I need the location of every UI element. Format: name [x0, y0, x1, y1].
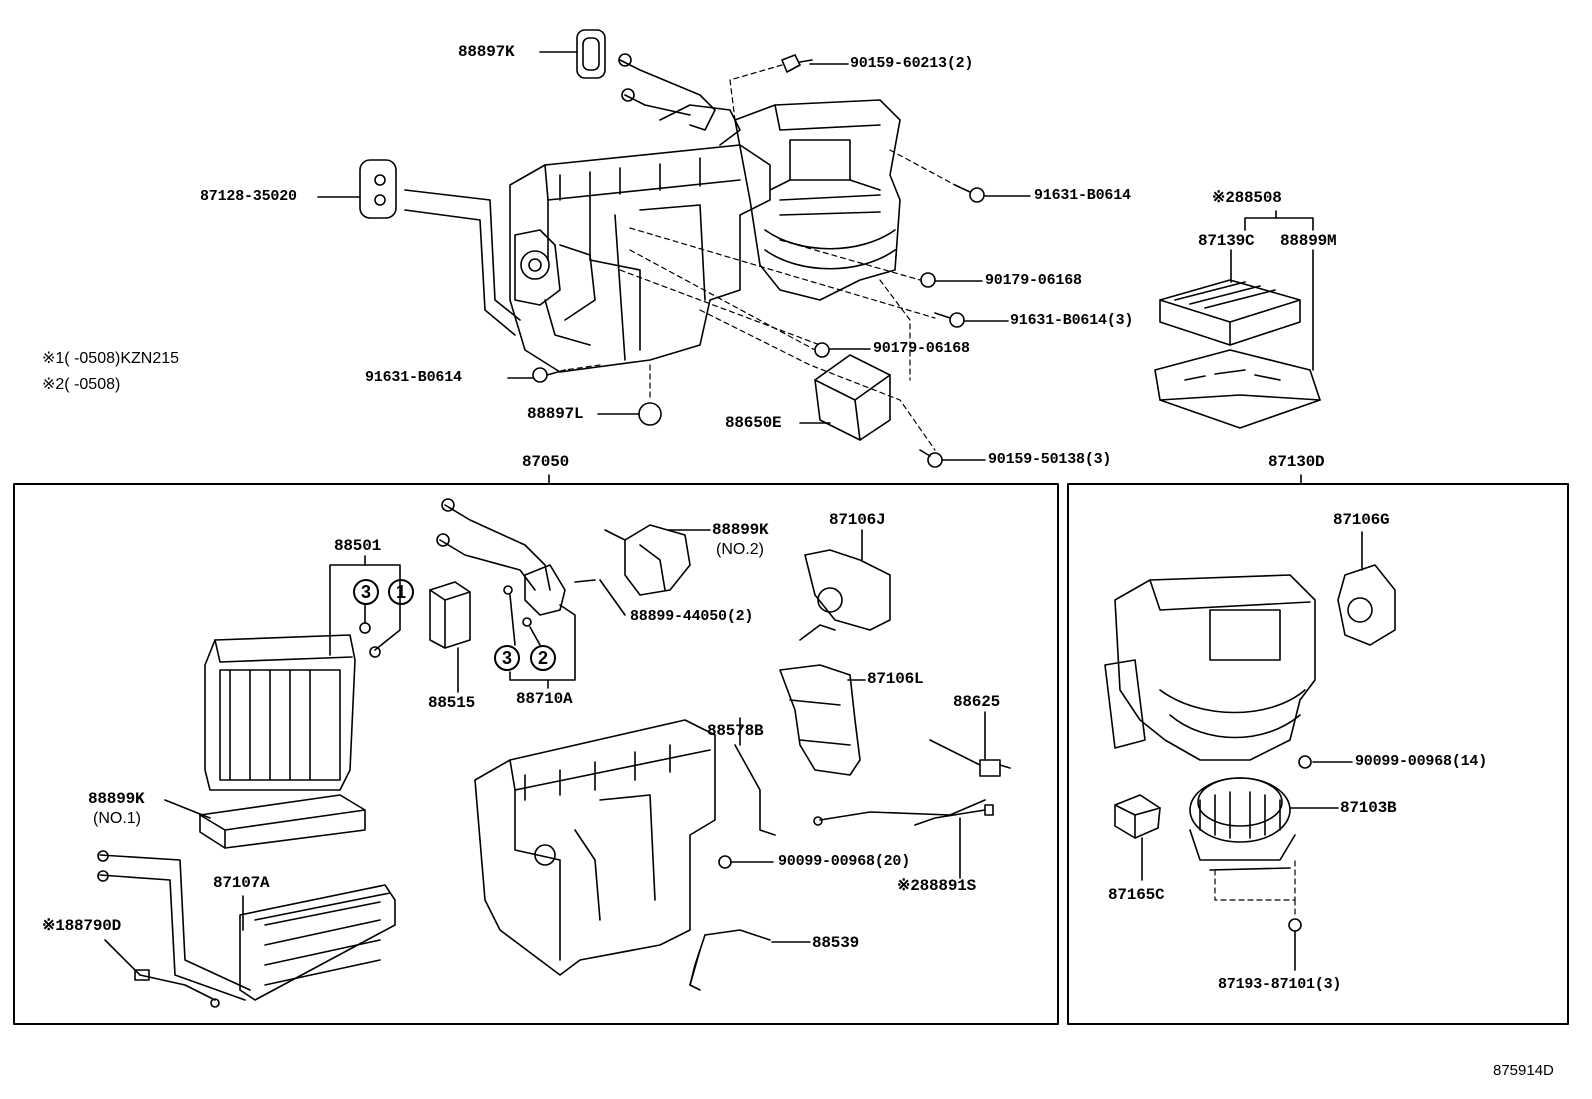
circle-marker-1: 1: [388, 579, 414, 605]
label-88891S: ※288891S: [897, 877, 977, 895]
blower-motor-87103B: [1189, 777, 1296, 871]
screw-87193-87101: [1288, 918, 1302, 971]
actuator-87106G: [1337, 564, 1396, 646]
circle-marker-2: 2: [530, 645, 556, 671]
blower-housing-87130D: [1104, 574, 1316, 761]
label-88578B: 88578B: [707, 722, 764, 740]
label-90179-06168-a: 90179-06168: [985, 272, 1082, 289]
label-88625: 88625: [953, 693, 1001, 711]
label-90159-60213: 90159-60213(2): [850, 55, 974, 72]
main-hvac-housing: [509, 53, 901, 373]
sensor-88790D: [104, 939, 220, 1008]
thermistor-88891S: [914, 804, 994, 826]
label-88899K-no1: 88899K: [88, 790, 145, 808]
label-88899K-no1-sub: (NO.1): [93, 810, 141, 827]
bolt-90159-60213: [781, 54, 813, 73]
label-87050: 87050: [522, 453, 570, 471]
screw-90099-00968-20: [718, 855, 732, 869]
bolt-90159-50138: [919, 449, 943, 468]
filter-87139C: [1159, 279, 1301, 346]
label-88515: 88515: [428, 694, 476, 712]
grommet-87128-35020: [359, 159, 397, 219]
valve-88515: [429, 581, 471, 649]
label-91631-B0614-a: 91631-B0614: [1034, 187, 1131, 204]
label-87106J: 87106J: [829, 511, 886, 529]
label-90179-06168-b: 90179-06168: [873, 340, 970, 357]
pipes-88710A: [436, 498, 566, 616]
box-87130D: [1067, 483, 1569, 1025]
label-87106G: 87106G: [1333, 511, 1390, 529]
label-87165C: 87165C: [1108, 886, 1165, 904]
screw-90099-00968-14: [1298, 755, 1312, 769]
bracket-87106L: [779, 664, 861, 776]
label-90099-00968-14: 90099-00968(14): [1355, 753, 1488, 770]
screw-91631-B0614-3: [934, 312, 965, 328]
label-91631-B0614-b: 91631-B0614: [365, 369, 462, 386]
circle-marker-3a: 3: [353, 579, 379, 605]
actuator-87106J: [799, 549, 891, 641]
sensor-88625: [813, 739, 1011, 826]
label-88897L: 88897L: [527, 405, 584, 423]
label-87103B: 87103B: [1340, 799, 1397, 817]
label-87107A: 87107A: [213, 874, 270, 892]
hose-88539: [689, 929, 771, 991]
label-88650E: 88650E: [725, 414, 782, 432]
label-88897K: 88897K: [458, 43, 515, 61]
module-88650E: [814, 354, 891, 441]
evaporator-88501: [204, 634, 356, 791]
label-87193-87101: 87193-87101(3): [1218, 976, 1342, 993]
label-88508: ※288508: [1212, 189, 1282, 207]
box-87050: [13, 483, 1059, 1025]
circle-marker-3b: 3: [494, 645, 520, 671]
label-88790D: ※188790D: [42, 917, 122, 935]
case-88899K-no1: [199, 794, 366, 849]
resistor-87165C: [1114, 794, 1161, 839]
label-87130D: 87130D: [1268, 453, 1325, 471]
wire-88578B: [734, 744, 776, 836]
screw-91631-B0614-a: [954, 184, 985, 203]
lower-heater-case: [474, 719, 716, 976]
screw-91631-B0614-b: [532, 367, 566, 383]
label-88899-44050: 88899-44050(2): [630, 608, 754, 625]
label-90099-00968-20: 90099-00968(20): [778, 853, 911, 870]
drawing-number: 875914D: [1493, 1062, 1554, 1079]
label-87128-35020: 87128-35020: [200, 188, 297, 205]
label-88501: 88501: [334, 537, 382, 555]
nut-90179-06168-b: [814, 342, 830, 358]
note-1: ※1( -0508)KZN215: [42, 350, 180, 367]
label-88899K-no2: 88899K: [712, 521, 769, 539]
nut-90179-06168-a: [920, 272, 936, 288]
grommet-88897K: [576, 29, 606, 79]
label-87106L: 87106L: [867, 670, 924, 688]
label-88539: 88539: [812, 934, 860, 952]
note-2: ※2( -0508): [42, 376, 121, 393]
label-88899K-no2-sub: (NO.2): [716, 541, 764, 558]
label-88710A: 88710A: [516, 690, 573, 708]
label-91631-B0614-3: 91631-B0614(3): [1010, 312, 1134, 329]
label-88899M: 88899M: [1280, 232, 1337, 250]
filter-case-88899M: [1154, 349, 1321, 429]
label-90159-50138: 90159-50138(3): [988, 451, 1112, 468]
plug-88897L: [638, 402, 662, 426]
label-87139C: 87139C: [1198, 232, 1255, 250]
heater-core-87107A: [97, 850, 396, 1001]
cover-88899K-no2: [604, 524, 691, 596]
